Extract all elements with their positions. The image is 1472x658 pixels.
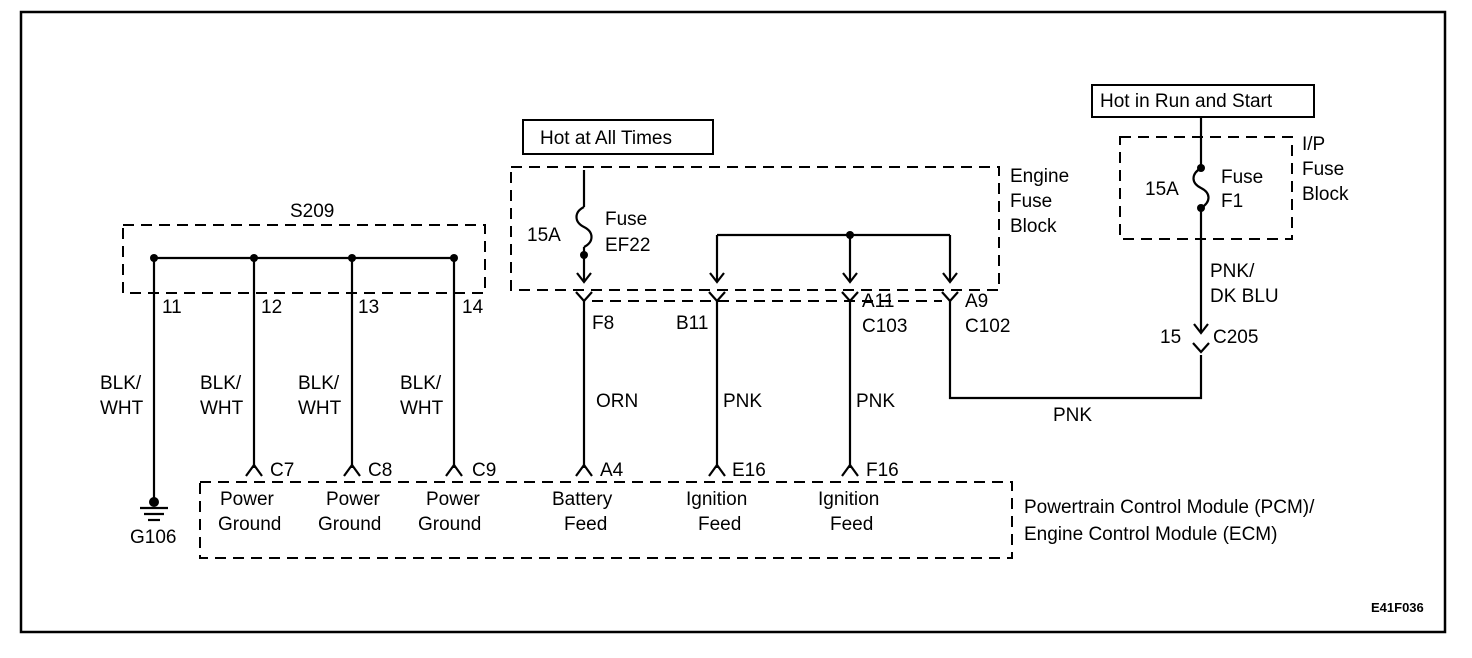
pcm-pin-a4-label-1: Battery xyxy=(552,489,613,510)
pcm-pin-c7-code: C7 xyxy=(270,460,294,481)
connector-a11-icon xyxy=(841,291,859,303)
pcm-pin-c9-code: C9 xyxy=(472,460,496,481)
wire-label-blk-wht-3a: BLK/ xyxy=(298,373,340,394)
ip-fuse-block-label-2: Fuse xyxy=(1302,159,1344,180)
diagram-code: E41F036 xyxy=(1371,600,1424,615)
fuse-ef22-rating: 15A xyxy=(527,225,561,246)
wire-label-blk-wht-3b: WHT xyxy=(298,398,342,419)
pcm-pin-f16-icon xyxy=(841,463,859,477)
arrow-c205-icon xyxy=(1193,323,1209,335)
connector-c205-pin: 15 xyxy=(1160,327,1181,348)
splice-s209-housing xyxy=(122,224,486,294)
connector-c103-label: C103 xyxy=(862,316,907,337)
connector-b11-icon xyxy=(708,291,726,303)
pcm-pin-c8-icon xyxy=(343,463,361,477)
pcm-pin-e16-label-2: Feed xyxy=(698,514,741,535)
connector-a11-label: A11 xyxy=(862,291,894,312)
wire-label-pnk-dk-blu-2: DK BLU xyxy=(1210,286,1279,307)
pcm-pin-c7-icon xyxy=(245,463,263,477)
hot-at-all-times-label: Hot at All Times xyxy=(540,128,672,149)
splice-pin-13: 13 xyxy=(358,297,379,318)
fuse-f1-label-2: F1 xyxy=(1221,191,1243,212)
wire-label-blk-wht-1b: WHT xyxy=(100,398,144,419)
pcm-pin-e16-label-1: Ignition xyxy=(686,489,747,510)
arrow-b11-icon xyxy=(709,272,725,284)
wire-label-blk-wht-4b: WHT xyxy=(400,398,444,419)
wire-label-blk-wht-2b: WHT xyxy=(200,398,244,419)
fuse-ef22-icon xyxy=(575,206,593,284)
ground-label: G106 xyxy=(130,527,176,548)
pcm-pin-f16-label-1: Ignition xyxy=(818,489,879,510)
wire-label-blk-wht-2a: BLK/ xyxy=(200,373,242,394)
ip-fuse-block-label-1: I/P xyxy=(1302,134,1325,155)
ground-icon xyxy=(140,497,168,522)
wire-pnk-a9-c205 xyxy=(948,301,1203,400)
splice-s209-label: S209 xyxy=(290,201,334,222)
connector-c205-label: C205 xyxy=(1213,327,1258,348)
engine-fuse-block-housing xyxy=(510,166,1000,291)
splice-pin-14: 14 xyxy=(462,297,484,318)
pcm-pin-c9-label-1: Power xyxy=(426,489,481,510)
wire-label-pnk-f16: PNK xyxy=(856,391,895,412)
connector-f8-label: F8 xyxy=(592,313,614,334)
pcm-pin-a4-label-2: Feed xyxy=(564,514,607,535)
pcm-label-2: Engine Control Module (ECM) xyxy=(1024,524,1277,545)
connector-c102-label: C102 xyxy=(965,316,1010,337)
hot-in-run-start-label: Hot in Run and Start xyxy=(1100,91,1273,112)
connector-c205-icon xyxy=(1192,342,1210,354)
connector-b11-label: B11 xyxy=(676,313,708,334)
wire-label-blk-wht-4a: BLK/ xyxy=(400,373,442,394)
pcm-pin-c9-icon xyxy=(445,463,463,477)
pcm-pin-c8-label-2: Ground xyxy=(318,514,381,535)
pcm-pin-f16-code: F16 xyxy=(866,460,899,481)
ip-fuse-block-housing xyxy=(1119,136,1293,240)
hot-in-run-start-box xyxy=(1091,84,1315,118)
wire-label-pnk-run: PNK xyxy=(1053,405,1092,426)
fuse-f1-icon xyxy=(1192,164,1210,212)
pcm-pin-e16-icon xyxy=(708,463,726,477)
engine-fuse-block-label-1: Engine xyxy=(1010,166,1069,187)
ip-fuse-block-label-3: Block xyxy=(1302,184,1349,205)
wire-label-orn: ORN xyxy=(596,391,638,412)
splice-pin-11: 11 xyxy=(162,297,182,318)
fuse-ef22-label-1: Fuse xyxy=(605,209,647,230)
pcm-pin-a4-icon xyxy=(575,463,593,477)
hot-at-all-times-box xyxy=(522,119,714,155)
pcm-pin-c8-code: C8 xyxy=(368,460,392,481)
fuse-ef22-label-2: EF22 xyxy=(605,235,650,256)
wire-label-pnk-e16: PNK xyxy=(723,391,762,412)
fuse-f1-label-1: Fuse xyxy=(1221,167,1263,188)
wire-label-blk-wht-1a: BLK/ xyxy=(100,373,142,394)
engine-fuse-block-label-3: Block xyxy=(1010,216,1057,237)
diagram-frame xyxy=(19,10,1447,634)
pcm-pin-f16-label-2: Feed xyxy=(830,514,873,535)
pcm-pin-c7-label-2: Ground xyxy=(218,514,281,535)
wire-label-pnk-dk-blu-1: PNK/ xyxy=(1210,261,1255,282)
engine-fuse-block-label-2: Fuse xyxy=(1010,191,1052,212)
pcm-pin-c8-label-1: Power xyxy=(326,489,381,510)
pcm-pin-e16-code: E16 xyxy=(732,460,766,481)
connector-a9-icon xyxy=(941,291,959,303)
fuse-f1-rating: 15A xyxy=(1145,179,1179,200)
connector-a9-label: A9 xyxy=(965,291,988,312)
splice-pin-12: 12 xyxy=(261,297,282,318)
connector-f8-icon xyxy=(575,291,593,303)
pcm-pin-a4-code: A4 xyxy=(600,460,624,481)
pcm-pin-c7-label-1: Power xyxy=(220,489,275,510)
arrow-a9-icon xyxy=(942,272,958,284)
pcm-label-1: Powertrain Control Module (PCM)/ xyxy=(1024,497,1315,518)
arrow-a11-icon xyxy=(842,272,858,284)
pcm-housing xyxy=(199,481,1013,559)
pcm-pin-c9-label-2: Ground xyxy=(418,514,481,535)
